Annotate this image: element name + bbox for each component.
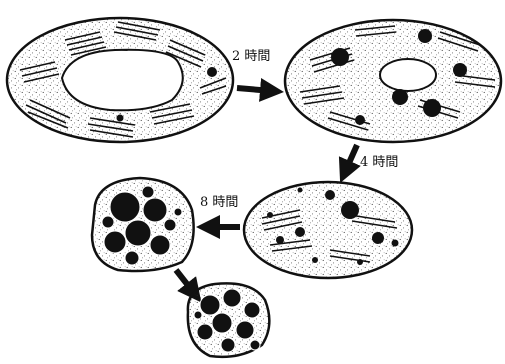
cell-stage-2h bbox=[285, 20, 501, 142]
arrow-to-final-stage bbox=[176, 270, 194, 293]
cell-stage-0h bbox=[7, 18, 233, 142]
starch-grain bbox=[207, 67, 217, 77]
cell-stage-final bbox=[188, 283, 270, 357]
time-label-4h: 4 時間 bbox=[360, 155, 398, 170]
cell-stage-4h bbox=[244, 182, 412, 278]
arrow-to-stage-2h bbox=[237, 88, 272, 91]
time-label-8h: 8 時間 bbox=[200, 195, 238, 210]
time-label-2h: 2 時間 bbox=[232, 49, 270, 64]
arrow-to-stage-4h bbox=[345, 145, 357, 172]
cell-stage-8h bbox=[92, 178, 194, 271]
starch-grain bbox=[117, 115, 124, 122]
